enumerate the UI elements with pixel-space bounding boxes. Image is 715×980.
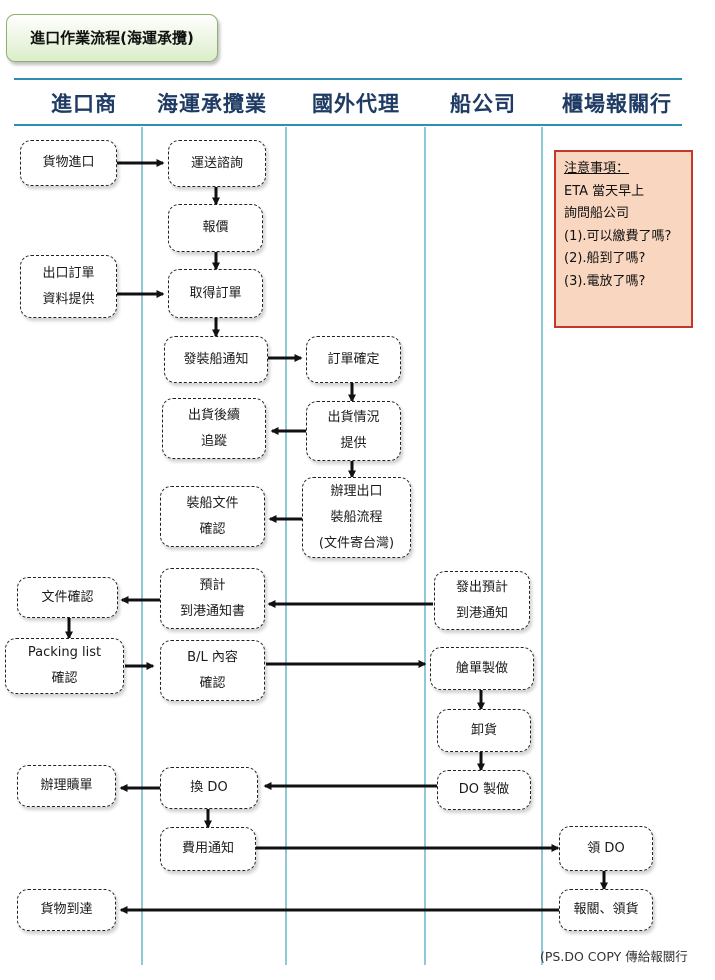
node-text: 出貨後續 (187, 407, 240, 423)
lane-header-forwarder: 海運承攬業 (157, 92, 267, 116)
node-text: 到港通知 (455, 605, 508, 621)
notice-line: (2).船到了嗎? (564, 251, 646, 266)
lane-header-customs-broker: 櫃場報關行 (562, 92, 672, 116)
node-text: 訂單確定 (327, 351, 380, 367)
notice-title: 注意事項： (564, 161, 630, 176)
node-unloading: 卸貨 (437, 709, 531, 752)
node-arrival-notice-forwarder: 預計 到港通知書 (160, 568, 265, 629)
notice-line: (1).可以繳費了嗎? (564, 228, 672, 244)
node-text: Packing list (27, 645, 102, 660)
node-do-making: DO 製做 (437, 770, 531, 810)
header-bottom-rule (14, 124, 682, 126)
node-text: 提供 (340, 436, 367, 451)
node-text: 確認 (199, 521, 226, 537)
node-export-process: 辦理出口 裝船流程 (文件寄台灣) (302, 477, 411, 558)
header-top-rule (14, 78, 682, 80)
node-text: DO 製做 (458, 782, 510, 797)
node-quote: 報價 (168, 204, 263, 252)
node-text: 到港通知書 (179, 603, 245, 619)
node-text: 發裝船通知 (183, 351, 249, 367)
node-text: 卸貨 (470, 722, 497, 738)
node-exchange-do: 換 DO (160, 767, 258, 809)
node-customs-pickup: 報關、領貨 (559, 889, 653, 931)
node-shipment-status: 出貨情況 提供 (306, 401, 401, 461)
lane-divider (141, 127, 143, 965)
lane-header-importer: 進口商 (51, 92, 117, 116)
node-redeem-bl: 辦理贖單 (17, 765, 116, 807)
node-text: 預計 (199, 577, 226, 593)
node-goods-import: 貨物進口 (20, 140, 117, 186)
node-text: 確認 (51, 671, 78, 686)
notice-line: ETA 當天早上 (564, 183, 645, 199)
node-text: 出貨情況 (327, 410, 380, 425)
node-get-order: 取得訂單 (168, 269, 263, 318)
node-text: (文件寄台灣) (318, 535, 395, 551)
node-text: 領 DO (587, 840, 625, 856)
node-text: 文件確認 (41, 589, 94, 605)
notice-line: 詢問船公司 (564, 206, 630, 221)
node-shipment-followup: 出貨後續 追蹤 (162, 398, 266, 459)
notice-line: (3).電放了嗎? (564, 273, 646, 289)
lane-header-overseas-agent: 國外代理 (312, 92, 400, 116)
node-text: 費用通知 (181, 841, 234, 856)
node-export-order-data: 出口訂單 資料提供 (20, 255, 117, 318)
node-arrival-notice-carrier: 發出預計 到港通知 (434, 571, 530, 630)
node-text: B/L 內容 (187, 649, 238, 665)
node-document-confirm: 文件確認 (17, 577, 118, 618)
node-transport-inquiry: 運送諮詢 (168, 140, 266, 187)
node-text: 裝船文件 (186, 495, 239, 511)
node-text: 資料提供 (42, 291, 95, 307)
node-text: 辦理贖單 (40, 778, 93, 793)
node-text: 發出預計 (455, 579, 508, 595)
node-get-do: 領 DO (559, 826, 653, 871)
page-title: 進口作業流程(海運承攬) (6, 14, 218, 62)
node-manifest: 艙單製做 (430, 647, 534, 690)
node-text: 換 DO (190, 780, 228, 795)
node-loading-docs-confirm: 裝船文件 確認 (160, 486, 265, 547)
node-text: 報價 (202, 220, 229, 235)
node-shipping-notice: 發裝船通知 (164, 336, 268, 383)
node-text: 運送諮詢 (190, 155, 243, 171)
node-text: 艙單製做 (455, 660, 508, 676)
node-bl-content-confirm: B/L 內容 確認 (160, 640, 265, 701)
notice-box: 注意事項： ETA 當天早上 詢問船公司 (1).可以繳費了嗎? (2).船到了… (554, 150, 693, 328)
node-text: 確認 (199, 675, 226, 691)
node-text: 追蹤 (200, 433, 227, 449)
lane-divider (541, 127, 543, 965)
node-text: 貨物進口 (42, 155, 95, 170)
node-text: 取得訂單 (189, 285, 242, 301)
lane-divider (285, 127, 287, 965)
node-text: 報關、領貨 (573, 902, 639, 917)
footnote: (PS.DO COPY 傳給報關行 (540, 949, 688, 964)
lane-header-carrier: 船公司 (450, 92, 516, 116)
node-text: 辦理出口 (330, 483, 383, 499)
lane-divider (424, 127, 426, 965)
node-text: 裝船流程 (330, 509, 383, 525)
node-text: 貨物到達 (40, 902, 93, 917)
node-goods-arrival: 貨物到達 (17, 889, 116, 931)
node-fee-notice: 費用通知 (160, 827, 256, 871)
node-packing-list-confirm: Packing list 確認 (5, 638, 124, 694)
node-order-confirm: 訂單確定 (306, 336, 401, 383)
node-text: 出口訂單 (42, 265, 95, 281)
